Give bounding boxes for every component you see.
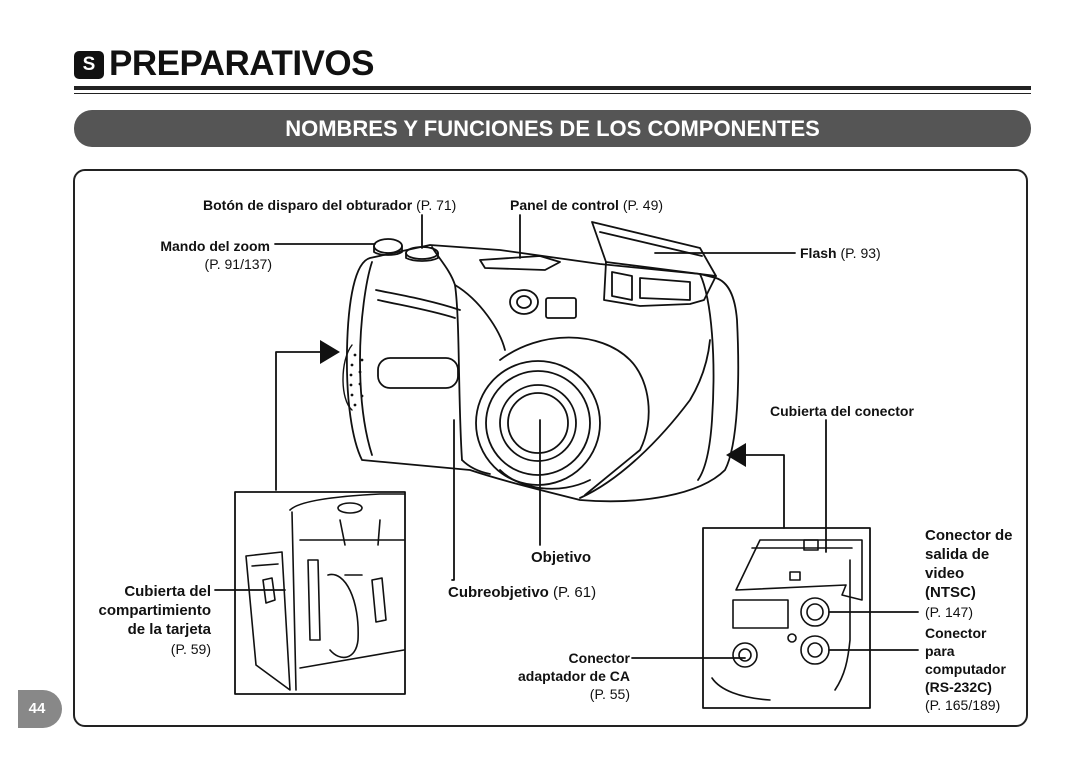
label-flash: Flash (P. 93) — [800, 245, 881, 261]
label-ac-adapter-1: Conector — [568, 650, 630, 666]
label-connector-cover: Cubierta del conector — [770, 403, 914, 419]
diagram-frame — [73, 169, 1028, 727]
label-lens-cover: Cubreobjetivo (P. 61) — [448, 584, 597, 601]
label-shutter-button: Botón de disparo del obturador (P. 71) — [203, 197, 457, 213]
card-inset-frame — [234, 491, 406, 695]
label-video-out-3: video — [925, 565, 965, 582]
arrow-left-head — [320, 340, 340, 364]
label-ac-adapter-ref: (P. 55) — [589, 686, 630, 702]
section-heading-bar: NOMBRES Y FUNCIONES DE LOS COMPONENTES — [74, 110, 1031, 147]
label-computer-ref: (P. 165/189) — [925, 697, 1001, 713]
arrow-right-head — [726, 443, 746, 467]
section-letter-badge: S — [74, 51, 104, 79]
label-card-cover-1: Cubierta del — [124, 583, 211, 600]
label-computer-1: Conector — [925, 625, 987, 641]
card-inset-art — [245, 493, 405, 691]
label-card-cover-ref: (P. 59) — [170, 641, 211, 657]
label-lens: Objetivo — [531, 549, 592, 566]
page-title: PREPARATIVOS — [109, 44, 374, 83]
label-video-out-1: Conector de — [925, 527, 1013, 544]
label-zoom-lever-ref: (P. 91/137) — [204, 256, 272, 272]
connector-inset-frame — [702, 527, 871, 709]
label-card-cover-2: compartimiento — [98, 602, 211, 619]
label-video-out-4: (NTSC) — [925, 584, 976, 601]
label-zoom-lever: Mando del zoom — [160, 238, 270, 254]
connector-inset-art — [711, 539, 863, 701]
section-heading: NOMBRES Y FUNCIONES DE LOS COMPONENTES — [285, 116, 820, 141]
title-rule-thin — [74, 93, 1031, 94]
page-number: 44 — [28, 700, 46, 717]
label-computer-3: computador — [925, 661, 1006, 677]
page-number-tab: 44 — [18, 690, 62, 728]
label-card-cover-3: de la tarjeta — [127, 621, 211, 638]
label-control-panel: Panel de control (P. 49) — [510, 197, 664, 213]
label-computer-4: (RS-232C) — [925, 679, 992, 695]
label-video-out-ref: (P. 147) — [925, 604, 973, 620]
title-rule-thick — [74, 86, 1031, 90]
label-video-out-2: salida de — [925, 546, 990, 563]
arrow-right-line — [743, 454, 785, 529]
label-computer-2: para — [925, 643, 955, 659]
leader-lens-cover — [451, 419, 455, 581]
arrow-left-line — [275, 351, 323, 491]
label-ac-adapter-2: adaptador de CA — [517, 668, 630, 684]
camera-body — [342, 221, 740, 503]
